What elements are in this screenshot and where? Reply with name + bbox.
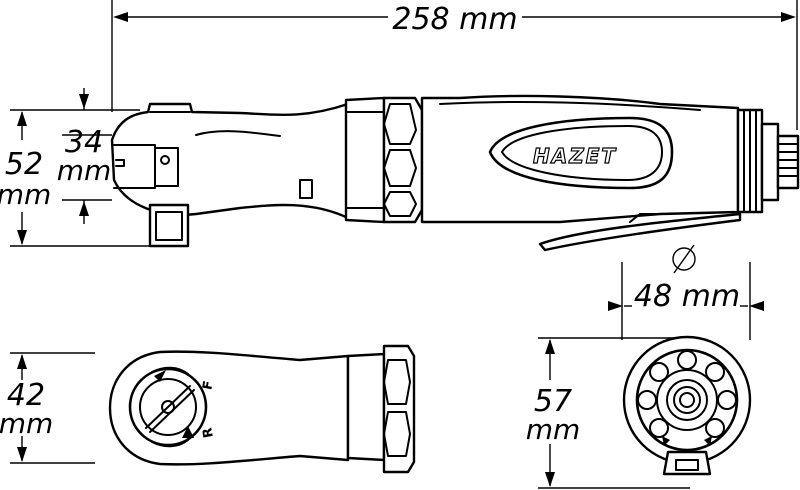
ratchet-head [110, 102, 350, 220]
diameter-symbol-circle [672, 247, 696, 271]
collar [344, 96, 386, 224]
end-marker-right [704, 436, 712, 446]
selector-pin [160, 155, 170, 165]
forward-arrow-mark [154, 370, 166, 382]
head-height-value: 52 [5, 147, 43, 182]
fitting-thread [777, 143, 799, 177]
selector-ring-outer [128, 367, 208, 447]
dim34-arrow-bottom [79, 201, 89, 216]
top-hex-facet-b [383, 411, 411, 457]
diameter-symbol-slash [673, 244, 695, 274]
hex-facet-top [383, 103, 417, 145]
dim34-arrow-top [79, 94, 89, 109]
dim52-arrow-top [17, 111, 27, 126]
end-fitting-center [679, 392, 695, 408]
selector-ring-inner [139, 378, 197, 436]
head-width-value: 42 [7, 378, 45, 413]
top-view: F R [108, 344, 416, 474]
end-outer-circle [622, 335, 752, 465]
neck-button [299, 179, 313, 199]
brand-logo: HAZET [533, 144, 617, 168]
selector-slot-a [145, 385, 191, 429]
dim42-arrow-top [17, 354, 27, 369]
head-width-dimension: 42 mm [0, 352, 95, 464]
square-drive [148, 203, 190, 248]
length-arrow-right [781, 12, 796, 22]
air-inlet-ribs [743, 109, 757, 213]
selector-arc-top [151, 366, 189, 375]
length-dimension: 258 mm [111, 0, 798, 130]
collar-lines [345, 111, 385, 209]
top-head-body [108, 350, 350, 466]
side-view: HAZET [110, 94, 800, 252]
neck-contour [195, 130, 281, 137]
head-height-dimensions: 52 mm 34 mm [0, 88, 150, 247]
dim57-arrow-bottom [545, 472, 555, 487]
throttle-lever [538, 212, 742, 252]
grip-diameter-label: 48 mm [634, 279, 740, 314]
dia-arrow-left [608, 301, 623, 311]
selector-center [161, 400, 175, 414]
head-notch [115, 159, 125, 167]
end-inner-ring [656, 369, 718, 431]
end-fitting-ring [666, 379, 708, 421]
reverse-arrow-mark [182, 426, 194, 438]
anvil-offset-value: 34 [65, 125, 103, 160]
head-height-unit: mm [0, 178, 51, 211]
dim57-arrow-top [545, 339, 555, 354]
head-front-cap [113, 144, 156, 189]
overall-length-label: 258 mm [392, 2, 517, 37]
body-height-value: 57 [534, 384, 572, 419]
hex-facet-mid [383, 149, 417, 187]
end-fitting-bore [673, 386, 701, 414]
end-scallops [637, 350, 737, 438]
end-view [622, 335, 752, 476]
hex-facet-bottom [383, 191, 417, 217]
lever-pivot [629, 213, 661, 223]
end-marker-left [662, 436, 670, 446]
length-arrow-left [113, 12, 128, 22]
end-lever-slot [675, 459, 699, 471]
dim52-arrow-bottom [17, 230, 27, 245]
grip-panel-inner [501, 125, 663, 181]
air-inlet-collar [760, 122, 780, 202]
head-front-cap-inner [154, 147, 179, 187]
reverse-marking: R [200, 426, 217, 438]
dia-arrow-right [749, 301, 764, 311]
head-width-unit: mm [0, 407, 53, 440]
grip-panel-outer [488, 116, 674, 190]
top-hex-facet-a [383, 359, 411, 405]
grip-top-contour [439, 101, 701, 111]
top-hex-nut [382, 344, 416, 474]
body-height-unit: mm [526, 413, 581, 446]
anvil-offset-unit: mm [57, 154, 112, 187]
diameter-dimension: 48 mm [608, 244, 764, 340]
top-collar [346, 352, 386, 462]
forward-marking: F [200, 380, 216, 391]
square-drive-inner [155, 211, 183, 241]
selector-arc-bottom [151, 439, 189, 448]
body-height-dimension: 57 mm [526, 337, 690, 489]
dim42-arrow-bottom [17, 447, 27, 462]
